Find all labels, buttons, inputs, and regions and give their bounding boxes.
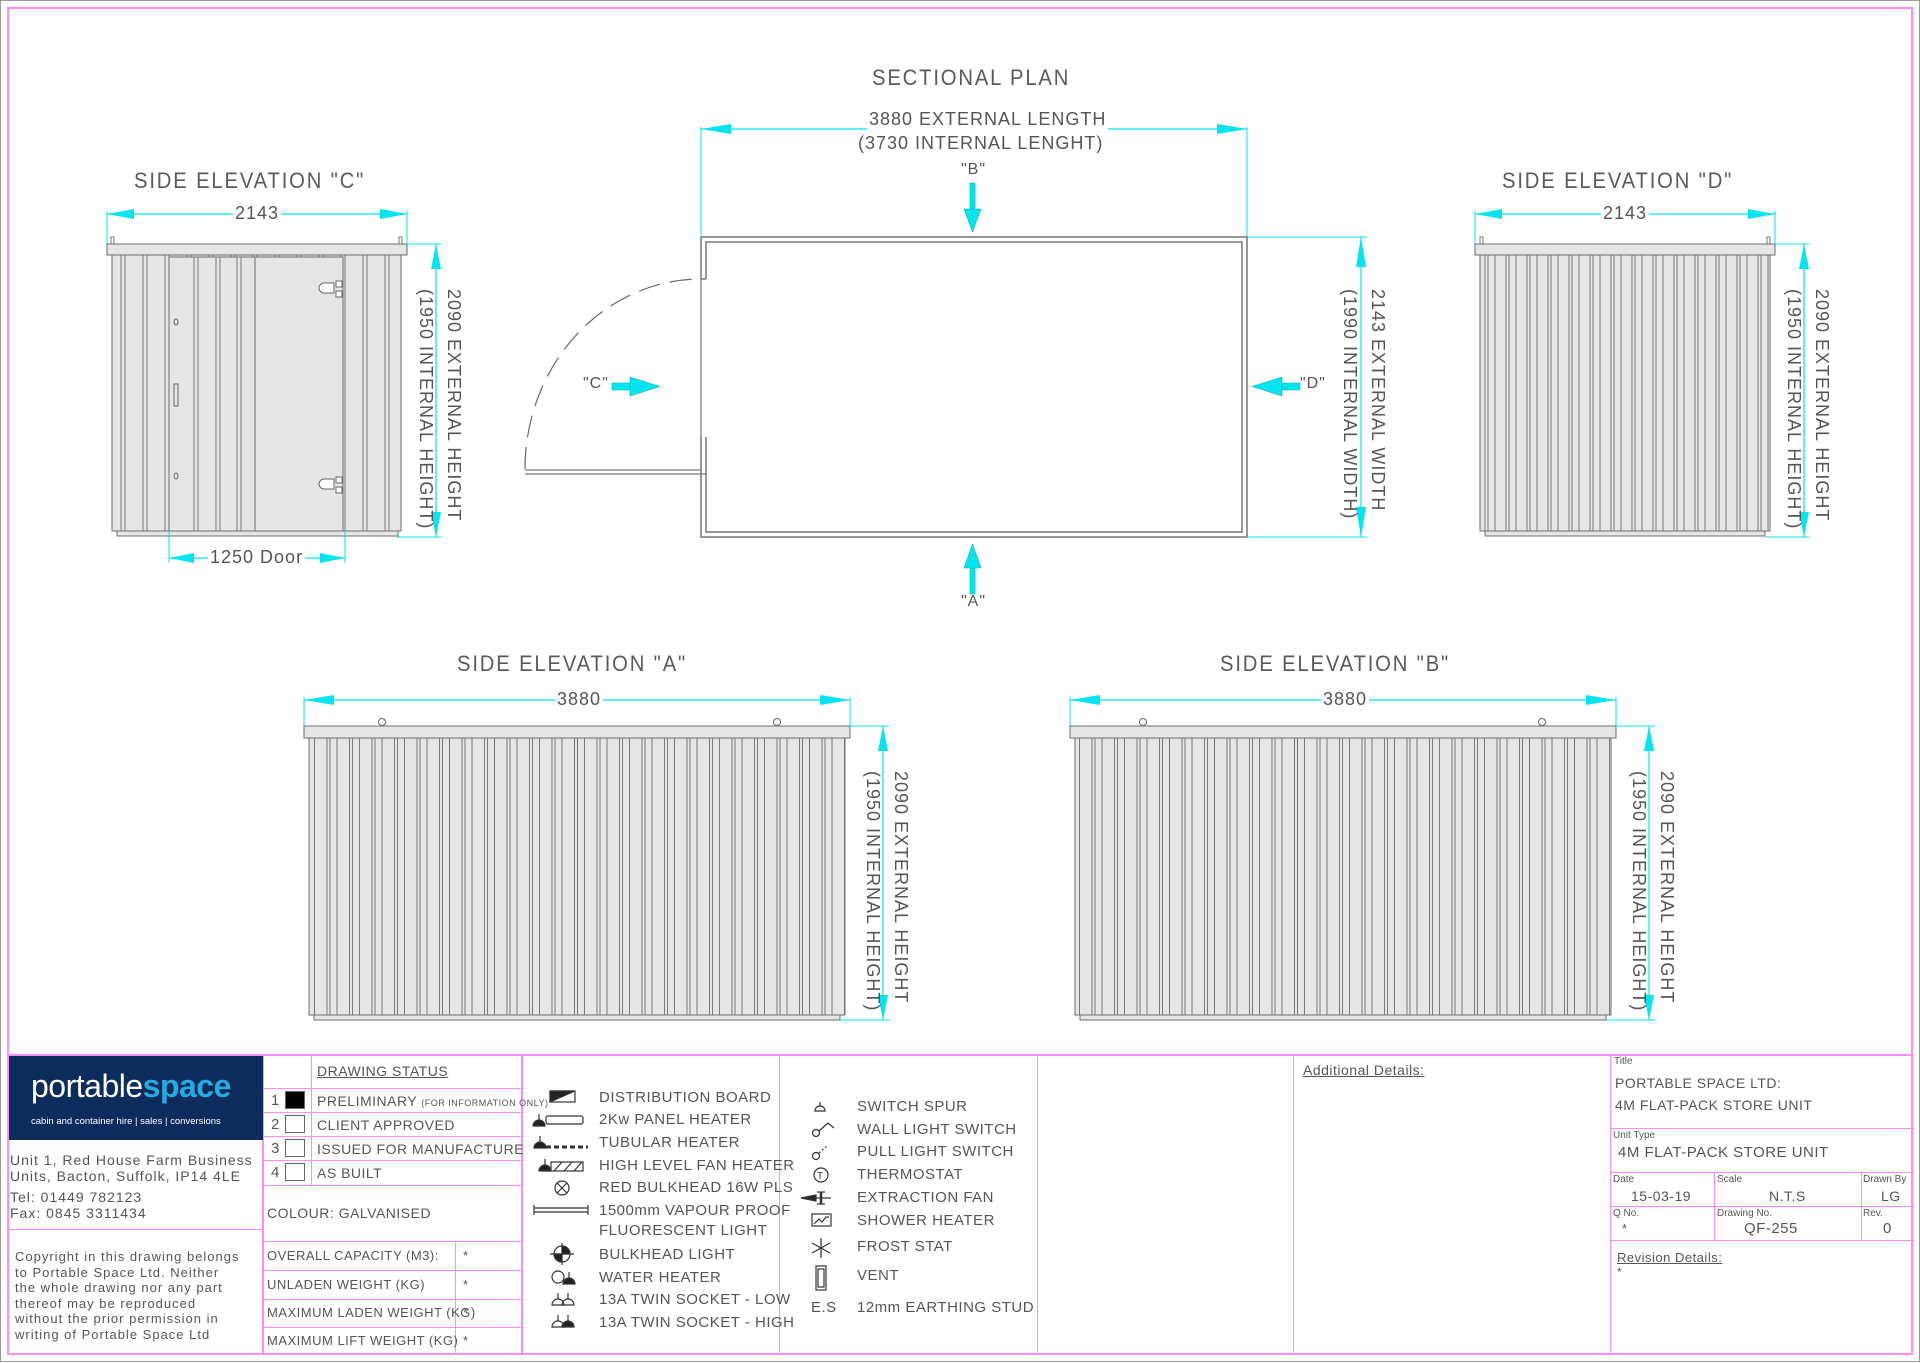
colour-label: COLOUR: GALVANISED [267, 1205, 432, 1221]
legend-item: THERMOSTAT [857, 1166, 964, 1183]
drawn-by-value: LG [1881, 1188, 1901, 1204]
date-caption: Date [1613, 1174, 1635, 1185]
drawing-no-caption: Drawing No. [1717, 1208, 1773, 1219]
company-logo: portablespace cabin and container hire |… [9, 1056, 263, 1140]
legend-item: RED BULKHEAD 16W PLS [599, 1179, 794, 1196]
legend-item: PULL LIGHT SWITCH [857, 1143, 1014, 1160]
status-label: CLIENT APPROVED [317, 1117, 455, 1133]
elevation-d-width: 2143 [1601, 203, 1650, 224]
elevation-a-width: 3880 [555, 689, 604, 710]
elevation-b-title: SIDE ELEVATION "B" [1220, 651, 1451, 676]
legend-item: SHOWER HEATER [857, 1212, 995, 1229]
elevation-c-door-width: 1250 Door [208, 547, 306, 568]
rev-value: 0 [1883, 1220, 1892, 1237]
legend-item: 2Kw PANEL HEATER [599, 1111, 752, 1128]
drawing-no-value: QF-255 [1744, 1220, 1798, 1237]
company-address-line-1: Unit 1, Red House Farm Business [10, 1152, 253, 1168]
status-label: PRELIMINARY (FOR INFORMATION ONLY) [317, 1093, 549, 1109]
drawing-title-line-1: PORTABLE SPACE LTD: [1615, 1075, 1782, 1091]
logo-tagline: cabin and container hire | sales | conve… [31, 1116, 221, 1127]
legend-item: WALL LIGHT SWITCH [857, 1121, 1017, 1138]
plan-internal-length-label: (3730 INTERNAL LENGHT) [856, 133, 1106, 154]
status-checkbox[interactable] [285, 1163, 305, 1181]
elevation-c-drawing [106, 209, 441, 563]
legend-item: DISTRIBUTION BOARD [599, 1089, 772, 1106]
marker-a: "A" [961, 593, 987, 610]
drawing-frame [7, 7, 1913, 1355]
elevation-a-height: 2090 EXTERNAL HEIGHT [891, 771, 911, 1004]
status-checkbox-checked[interactable] [285, 1091, 305, 1109]
elevation-b-width: 3880 [1321, 689, 1370, 710]
legend-item: HIGH LEVEL FAN HEATER [599, 1157, 795, 1174]
legend-item: 13A TWIN SOCKET - LOW [599, 1291, 791, 1308]
additional-details-heading: Additional Details: [1303, 1062, 1425, 1078]
drawing-status-heading: DRAWING STATUS [317, 1063, 449, 1079]
sectional-plan-drawing [524, 124, 1367, 595]
elevation-b-drawing [1069, 695, 1655, 1021]
revision-details-value: * [1617, 1265, 1623, 1279]
elevation-a-internal-height: (1950 INTERNAL HEIGHT) [863, 771, 883, 1012]
q-no-caption: Q No. [1613, 1208, 1640, 1219]
elevation-c-internal-height: (1950 INTERNAL HEIGHT) [416, 289, 436, 530]
drawn-by-caption: Drawn By [1863, 1174, 1907, 1185]
earthing-stud-icon: E.S [811, 1299, 837, 1316]
date-value: 15-03-19 [1631, 1188, 1692, 1204]
legend-item: BULKHEAD LIGHT [599, 1246, 736, 1263]
legend-item: EXTRACTION FAN [857, 1189, 995, 1206]
scale-value: N.T.S [1769, 1188, 1806, 1204]
title-caption: Title [1614, 1056, 1633, 1067]
plan-length-label: 3880 EXTERNAL LENGTH [867, 109, 1109, 130]
marker-b: "B" [961, 161, 987, 178]
company-fax: Fax: 0845 3311434 [10, 1205, 147, 1221]
legend-item: 12mm EARTHING STUD [857, 1299, 1035, 1316]
status-checkbox[interactable] [285, 1115, 305, 1133]
legend-item: 13A TWIN SOCKET - HIGH [599, 1314, 795, 1331]
elevation-d-height: 2090 EXTERNAL HEIGHT [1812, 289, 1832, 522]
plan-width-label: 2143 EXTERNAL WIDTH [1368, 289, 1388, 512]
legend-item: VENT [857, 1267, 900, 1284]
q-no-value: * [1622, 1221, 1628, 1236]
elevation-d-title: SIDE ELEVATION "D" [1502, 168, 1734, 193]
elevation-d-drawing [1474, 209, 1809, 538]
drawing-title-line-2: 4M FLAT-PACK STORE UNIT [1615, 1097, 1813, 1113]
status-label: AS BUILT [317, 1165, 383, 1181]
elevation-d-internal-height: (1950 INTERNAL HEIGHT) [1784, 289, 1804, 530]
company-tel: Tel: 01449 782123 [10, 1189, 143, 1205]
scale-caption: Scale [1717, 1174, 1743, 1185]
legend-item: SWITCH SPUR [857, 1098, 968, 1115]
unit-type-value: 4M FLAT-PACK STORE UNIT [1618, 1144, 1829, 1161]
status-checkbox[interactable] [285, 1139, 305, 1157]
logo-wordmark: portablespace [31, 1068, 231, 1104]
legend-item: WATER HEATER [599, 1269, 722, 1286]
elevation-c-title: SIDE ELEVATION "C" [134, 168, 366, 193]
rev-caption: Rev. [1863, 1208, 1883, 1219]
elevation-c-width: 2143 [233, 203, 282, 224]
elevation-a-title: SIDE ELEVATION "A" [457, 651, 688, 676]
marker-c: "C" [583, 375, 609, 392]
legend-item: FROST STAT [857, 1238, 953, 1255]
legend-item: 1500mm VAPOUR PROOF [599, 1202, 791, 1219]
legend-item: TUBULAR HEATER [599, 1134, 740, 1151]
marker-d: "D" [1300, 375, 1326, 392]
elevation-c-height: 2090 EXTERNAL HEIGHT [444, 289, 464, 522]
elevation-a-drawing [303, 695, 889, 1021]
unit-type-caption: Unit Type [1613, 1130, 1656, 1141]
sectional-plan-title: SECTIONAL PLAN [872, 65, 1071, 90]
status-label: ISSUED FOR MANUFACTURE [317, 1141, 525, 1157]
revision-details-heading: Revision Details: [1617, 1250, 1723, 1265]
legend-item: FLUORESCENT LIGHT [599, 1222, 768, 1239]
elevation-b-height: 2090 EXTERNAL HEIGHT [1657, 771, 1677, 1004]
plan-internal-width-label: (1990 INTERNAL WIDTH) [1340, 289, 1360, 520]
elevation-b-internal-height: (1950 INTERNAL HEIGHT) [1629, 771, 1649, 1012]
company-address-line-2: Units, Bacton, Suffolk, IP14 4LE [10, 1168, 241, 1184]
